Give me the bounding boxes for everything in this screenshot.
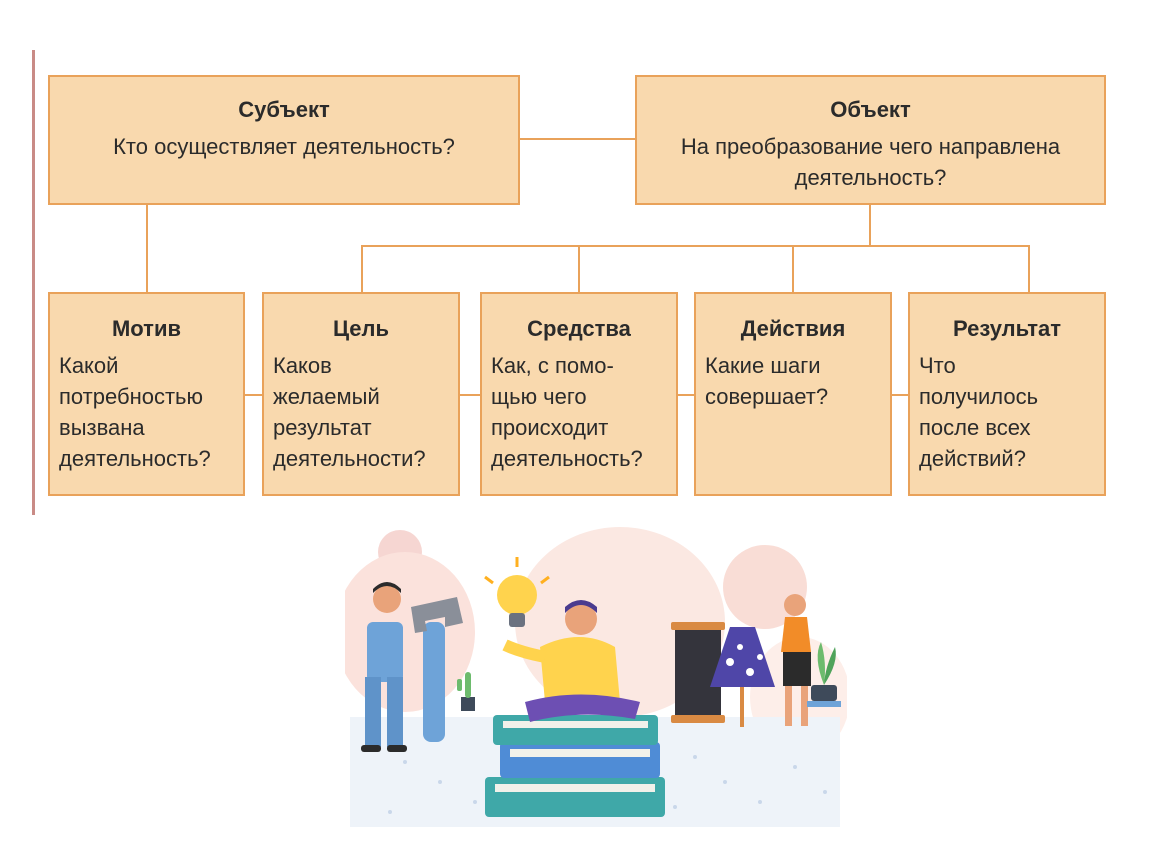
object-title: Объект	[830, 97, 911, 122]
worker-figure	[361, 582, 407, 752]
actions-title: Действия	[740, 316, 846, 341]
cactus-icon	[457, 672, 475, 711]
subject-title: Субъект	[238, 97, 330, 122]
connector-object-trunk	[869, 203, 871, 246]
actions-line: Какие шаги	[705, 353, 821, 378]
connector-actions-result	[891, 394, 910, 396]
motive-line: потребностью	[59, 384, 203, 409]
means-title: Средства	[527, 316, 631, 341]
goal-line: Каков	[273, 353, 332, 378]
result-question: Что получилось после всех действий?	[919, 350, 1104, 474]
means-question: Как, с помо- щью чего происходит деятель…	[491, 350, 676, 474]
connector-subject-object	[519, 138, 637, 140]
means-line: щью чего	[491, 384, 587, 409]
result-title: Результат	[952, 316, 1062, 341]
bg-blob	[345, 552, 475, 712]
connector-branch-bar	[361, 245, 1030, 247]
motive-line: деятельность?	[59, 446, 211, 471]
connector-subject-motive	[146, 203, 148, 293]
activity-illustration	[345, 527, 847, 827]
motive-title: Мотив	[111, 316, 182, 341]
motive-question: Какой потребностью вызвана деятельность?	[59, 350, 243, 474]
motive-box: Мотив Какой потребностью вызвана деятель…	[48, 292, 245, 496]
goal-line: желаемый	[273, 384, 380, 409]
actions-box: Действия Какие шаги совершает?	[694, 292, 892, 496]
subject-box: Субъект Кто осуществляет деятельность?	[48, 75, 520, 205]
connector-drop-goal	[361, 245, 363, 293]
object-box: Объект На преобразование чего направлена…	[635, 75, 1106, 205]
potted-plant-icon	[807, 642, 841, 707]
connector-goal-means	[459, 394, 482, 396]
actions-line: совершает?	[705, 384, 829, 409]
tailor-figure	[781, 594, 811, 726]
mannequin-dress-icon	[710, 627, 775, 727]
result-line: после всех	[919, 415, 1031, 440]
connector-drop-result	[1028, 245, 1030, 293]
result-line: Что	[919, 353, 956, 378]
goal-line: результат	[273, 415, 372, 440]
means-box: Средства Как, с помо- щью чего происходи…	[480, 292, 678, 496]
actions-question: Какие шаги совершает?	[705, 350, 890, 412]
result-line: действий?	[919, 446, 1026, 471]
wrench-icon	[411, 597, 463, 742]
goal-box: Цель Каков желаемый результат деятельнос…	[262, 292, 460, 496]
connector-means-actions	[677, 394, 696, 396]
connector-motive-goal	[245, 394, 264, 396]
motive-line: Какой	[59, 353, 119, 378]
goal-line: деятельности?	[273, 446, 426, 471]
means-line: деятельность?	[491, 446, 643, 471]
means-line: происходит	[491, 415, 609, 440]
connector-drop-actions	[792, 245, 794, 293]
connector-drop-means	[578, 245, 580, 293]
bg-blob	[723, 545, 807, 629]
goal-question: Каков желаемый результат деятельности?	[273, 350, 458, 474]
object-question: На преобразование чего направлена деятел…	[680, 134, 1061, 190]
means-line: Как, с помо-	[491, 353, 614, 378]
motive-line: вызвана	[59, 415, 145, 440]
left-margin-line	[32, 50, 35, 515]
books-stack	[485, 715, 665, 817]
result-line: получилось	[919, 384, 1039, 409]
floor-dots	[373, 740, 827, 814]
thread-spool-icon	[671, 622, 725, 723]
result-box: Результат Что получилось после всех дейс…	[908, 292, 1106, 496]
sitting-person-figure	[502, 600, 640, 722]
subject-question: Кто осуществляет деятельность?	[113, 134, 455, 159]
lightbulb-icon	[484, 557, 550, 627]
goal-title: Цель	[332, 316, 390, 341]
